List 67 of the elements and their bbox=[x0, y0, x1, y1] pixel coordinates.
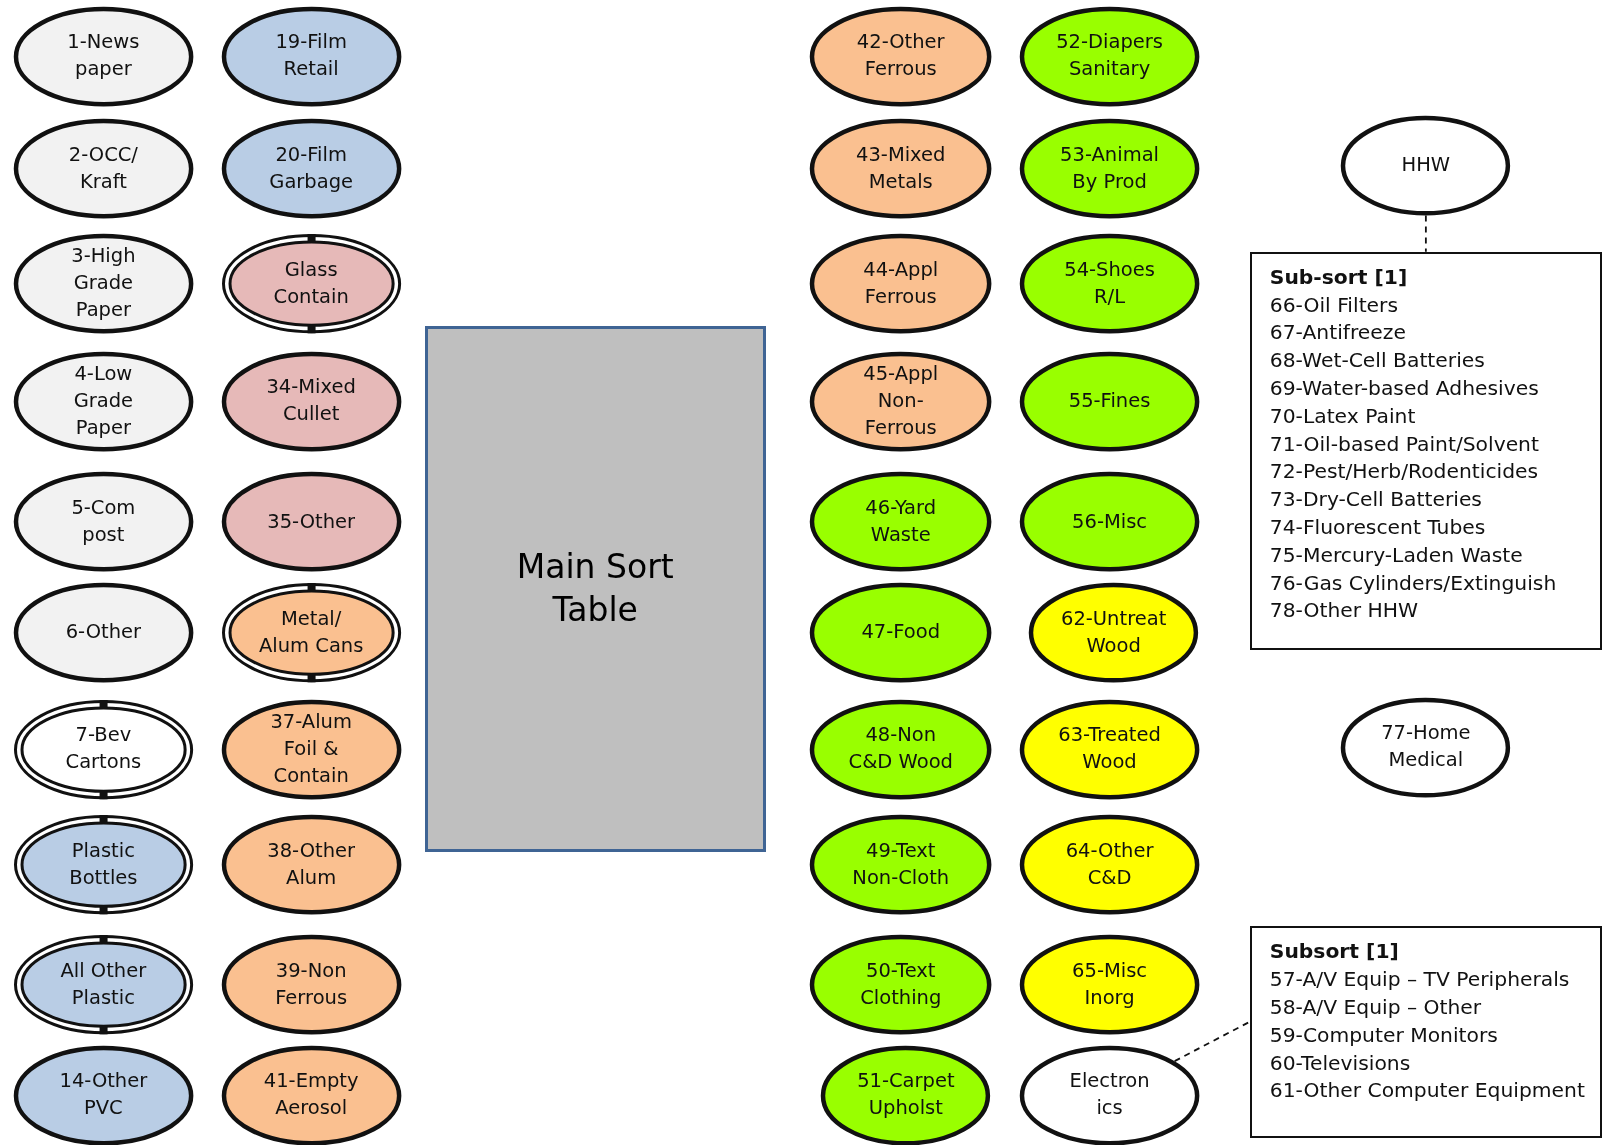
list-item: 59-Computer Monitors bbox=[1269, 1021, 1498, 1049]
category-label: All Other Plastic bbox=[59, 957, 148, 1011]
category-label: 37-Alum Foil & Contain bbox=[269, 708, 353, 789]
category-label: 46-Yard Waste bbox=[864, 495, 938, 548]
list-item: 78-Other HHW bbox=[1269, 597, 1419, 625]
list-item: 73-Dry-Cell Batteries bbox=[1269, 486, 1482, 514]
list-item: 61-Other Computer Equipment bbox=[1269, 1077, 1585, 1105]
category-label: 54-Shoes R/L bbox=[1063, 256, 1156, 310]
category-label: 19-Film Retail bbox=[274, 29, 348, 83]
category-label: 3-High Grade Paper bbox=[70, 243, 137, 323]
category-label: 7-Bev Cartons bbox=[64, 722, 143, 776]
category-label: 63-Treated Wood bbox=[1057, 722, 1162, 776]
category-label: 64-Other C&D bbox=[1064, 838, 1155, 891]
category-label: 39-Non Ferrous bbox=[274, 957, 349, 1011]
category-label: 1-News paper bbox=[66, 29, 141, 83]
category-label: 50-Text Clothing bbox=[859, 957, 943, 1011]
list-item: 67-Antifreeze bbox=[1269, 319, 1406, 347]
category-label: Metal/ Alum Cans bbox=[257, 605, 365, 659]
list-item: 69-Water-based Adhesives bbox=[1269, 375, 1539, 402]
list-item: 66-Oil Filters bbox=[1269, 291, 1398, 319]
category-label: 44-Appl Ferrous bbox=[862, 256, 940, 310]
category-label: 42-Other Ferrous bbox=[855, 29, 946, 83]
category-label: 34-Mixed Cullet bbox=[265, 374, 357, 428]
category-label: 2-OCC/ Kraft bbox=[67, 141, 139, 195]
category-label: 43-Mixed Metals bbox=[855, 141, 947, 195]
list-item: 75-Mercury-Laden Waste bbox=[1269, 541, 1523, 569]
list-item: 60-Televisions bbox=[1269, 1049, 1411, 1077]
list-item: 76-Gas Cylinders/Extinguish bbox=[1269, 569, 1557, 597]
category-label: HHW bbox=[1400, 152, 1452, 179]
subsort-list-box bbox=[1249, 926, 1602, 1139]
category-label: 56-Misc bbox=[1071, 508, 1149, 535]
category-label: 62-Untreat Wood bbox=[1060, 605, 1168, 659]
list-item: 57-A/V Equip – TV Peripherals bbox=[1269, 966, 1570, 994]
category-label: 35-Other bbox=[266, 508, 357, 535]
list-item: 74-Fluorescent Tubes bbox=[1269, 513, 1486, 541]
category-label: 53-Animal By Prod bbox=[1059, 141, 1160, 195]
category-label: Electron ics bbox=[1068, 1068, 1151, 1122]
category-label: 6-Other bbox=[64, 619, 143, 646]
list-item: 72-Pest/Herb/Rodenticides bbox=[1269, 458, 1539, 486]
category-label: 14-Other PVC bbox=[58, 1068, 149, 1122]
category-label: 52-Diapers Sanitary bbox=[1055, 29, 1164, 83]
category-label: Glass Contain bbox=[272, 256, 350, 310]
table-label: Main Sort Table bbox=[515, 545, 675, 631]
category-label: 20-Film Garbage bbox=[268, 141, 355, 195]
subsort-list-box bbox=[1249, 251, 1602, 650]
category-label: 47-Food bbox=[860, 619, 942, 646]
category-label: 77-Home Medical bbox=[1380, 720, 1472, 774]
category-label: 5-Com post bbox=[70, 495, 137, 548]
list-item: 68-Wet-Cell Batteries bbox=[1269, 347, 1485, 375]
sort-table bbox=[424, 325, 766, 852]
category-label: 55-Fines bbox=[1067, 387, 1152, 414]
list-heading: Subsort [1] bbox=[1269, 938, 1399, 966]
category-label: 49-Text Non-Cloth bbox=[851, 838, 951, 891]
list-item: 71-Oil-based Paint/Solvent bbox=[1269, 430, 1539, 458]
category-label: 65-Misc Inorg bbox=[1071, 957, 1149, 1011]
list-item: 70-Latex Paint bbox=[1269, 402, 1416, 430]
list-item: 58-A/V Equip – Other bbox=[1269, 993, 1482, 1021]
category-label: Plastic Bottles bbox=[68, 838, 139, 891]
category-label: 48-Non C&D Wood bbox=[847, 722, 954, 776]
dashed-connector bbox=[1173, 1020, 1251, 1063]
list-heading: Sub-sort [1] bbox=[1269, 263, 1408, 291]
dashed-connector bbox=[1424, 214, 1427, 253]
category-label: 45-Appl Non-Ferrous bbox=[862, 360, 940, 441]
category-label: 51-Carpet Upholst bbox=[856, 1068, 956, 1122]
category-label: 41-Empty Aerosol bbox=[262, 1068, 360, 1122]
category-label: 4-Low Grade Paper bbox=[72, 360, 135, 441]
category-label: 38-Other Alum bbox=[266, 838, 357, 891]
